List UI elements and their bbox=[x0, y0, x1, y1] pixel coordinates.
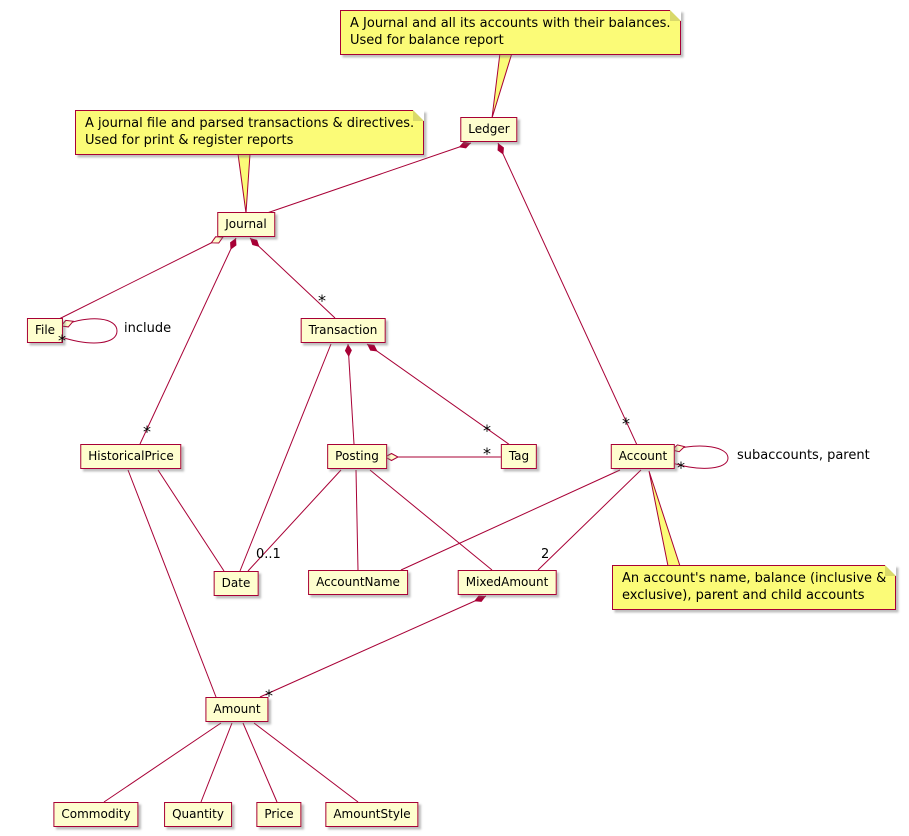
multiplicity-journal-transaction: * bbox=[318, 291, 326, 310]
class-accountname: AccountName bbox=[308, 570, 408, 595]
multiplicity-account-subaccounts: * bbox=[677, 458, 685, 477]
edge-amount-amountstyle bbox=[253, 722, 359, 803]
note-ledger-line2: Used for balance report bbox=[350, 33, 504, 48]
multiplicity-file-include: * bbox=[58, 331, 66, 350]
edge-transaction-posting bbox=[344, 343, 355, 445]
class-mixedamount: MixedAmount bbox=[457, 570, 557, 595]
edge-amount-commodity bbox=[103, 722, 222, 803]
note-fold-icon bbox=[413, 110, 425, 121]
edge-transaction-tag bbox=[366, 343, 511, 446]
multiplicity-transaction-tag: * bbox=[483, 421, 491, 440]
note-journal-line2: Used for print & register reports bbox=[85, 133, 294, 148]
edge-amount-price bbox=[242, 722, 278, 803]
note-connector-account bbox=[648, 470, 681, 567]
edge-journal-file bbox=[58, 237, 223, 320]
class-price: Price bbox=[256, 802, 302, 827]
edge-account-mixedamount bbox=[537, 469, 642, 571]
edge-posting-mixedamount bbox=[369, 469, 493, 571]
note-ledger-line1: A Journal and all its accounts with thei… bbox=[350, 16, 671, 31]
edge-posting-accountname bbox=[355, 469, 359, 571]
class-transaction: Transaction bbox=[300, 318, 386, 343]
class-quantity: Quantity bbox=[164, 802, 232, 827]
edge-account-subaccounts-selfloop bbox=[672, 446, 729, 469]
note-account-line1: An account's name, balance (inclusive & bbox=[622, 571, 887, 586]
multiplicity-posting-date: 0..1 bbox=[256, 547, 281, 562]
class-file: File bbox=[26, 318, 64, 343]
class-date: Date bbox=[213, 571, 259, 596]
edge-transaction-date bbox=[239, 343, 332, 572]
edge-mixedamount-amount bbox=[259, 595, 487, 698]
class-tag: Tag bbox=[500, 444, 538, 469]
note-fold-icon bbox=[669, 10, 681, 21]
class-historicalprice: HistoricalPrice bbox=[80, 444, 182, 469]
class-account: Account bbox=[610, 444, 676, 469]
edge-journal-transaction bbox=[249, 237, 336, 319]
label-subaccounts-parent: subaccounts, parent bbox=[737, 448, 870, 463]
multiplicity-mixedamount-amount: * bbox=[265, 686, 273, 705]
note-account: An account's name, balance (inclusive & … bbox=[612, 565, 897, 610]
edge-journal-historicalprice bbox=[139, 237, 237, 445]
note-journal-line1: A journal file and parsed transactions &… bbox=[85, 116, 415, 131]
edge-posting-date bbox=[247, 469, 342, 572]
multiplicity-journal-historicalprice: * bbox=[143, 422, 151, 441]
edge-account-accountname bbox=[400, 469, 621, 571]
class-amountstyle: AmountStyle bbox=[325, 802, 419, 827]
note-connector-journal bbox=[237, 153, 251, 214]
note-ledger: A Journal and all its accounts with thei… bbox=[340, 10, 681, 55]
label-include: include bbox=[124, 321, 172, 336]
class-posting: Posting bbox=[327, 444, 387, 469]
edge-ledger-journal bbox=[266, 141, 472, 214]
note-connector-ledger bbox=[491, 52, 513, 119]
class-commodity: Commodity bbox=[53, 802, 139, 827]
note-fold-icon bbox=[885, 565, 897, 576]
edge-amount-quantity bbox=[200, 722, 233, 803]
note-account-line2: exclusive), parent and child accounts bbox=[622, 588, 865, 603]
multiplicity-account-mixedamount: 2 bbox=[541, 547, 550, 562]
class-ledger: Ledger bbox=[460, 117, 518, 142]
edge-historicalprice-amount bbox=[127, 469, 217, 698]
multiplicity-posting-tag: * bbox=[483, 444, 491, 463]
note-journal: A journal file and parsed transactions &… bbox=[75, 110, 425, 155]
class-amount: Amount bbox=[205, 697, 269, 722]
edge-file-include-selfloop bbox=[61, 318, 118, 344]
class-journal: Journal bbox=[217, 212, 275, 237]
multiplicity-ledger-account: * bbox=[622, 414, 630, 433]
edge-historicalprice-date bbox=[157, 469, 225, 572]
edge-ledger-account bbox=[497, 142, 638, 446]
